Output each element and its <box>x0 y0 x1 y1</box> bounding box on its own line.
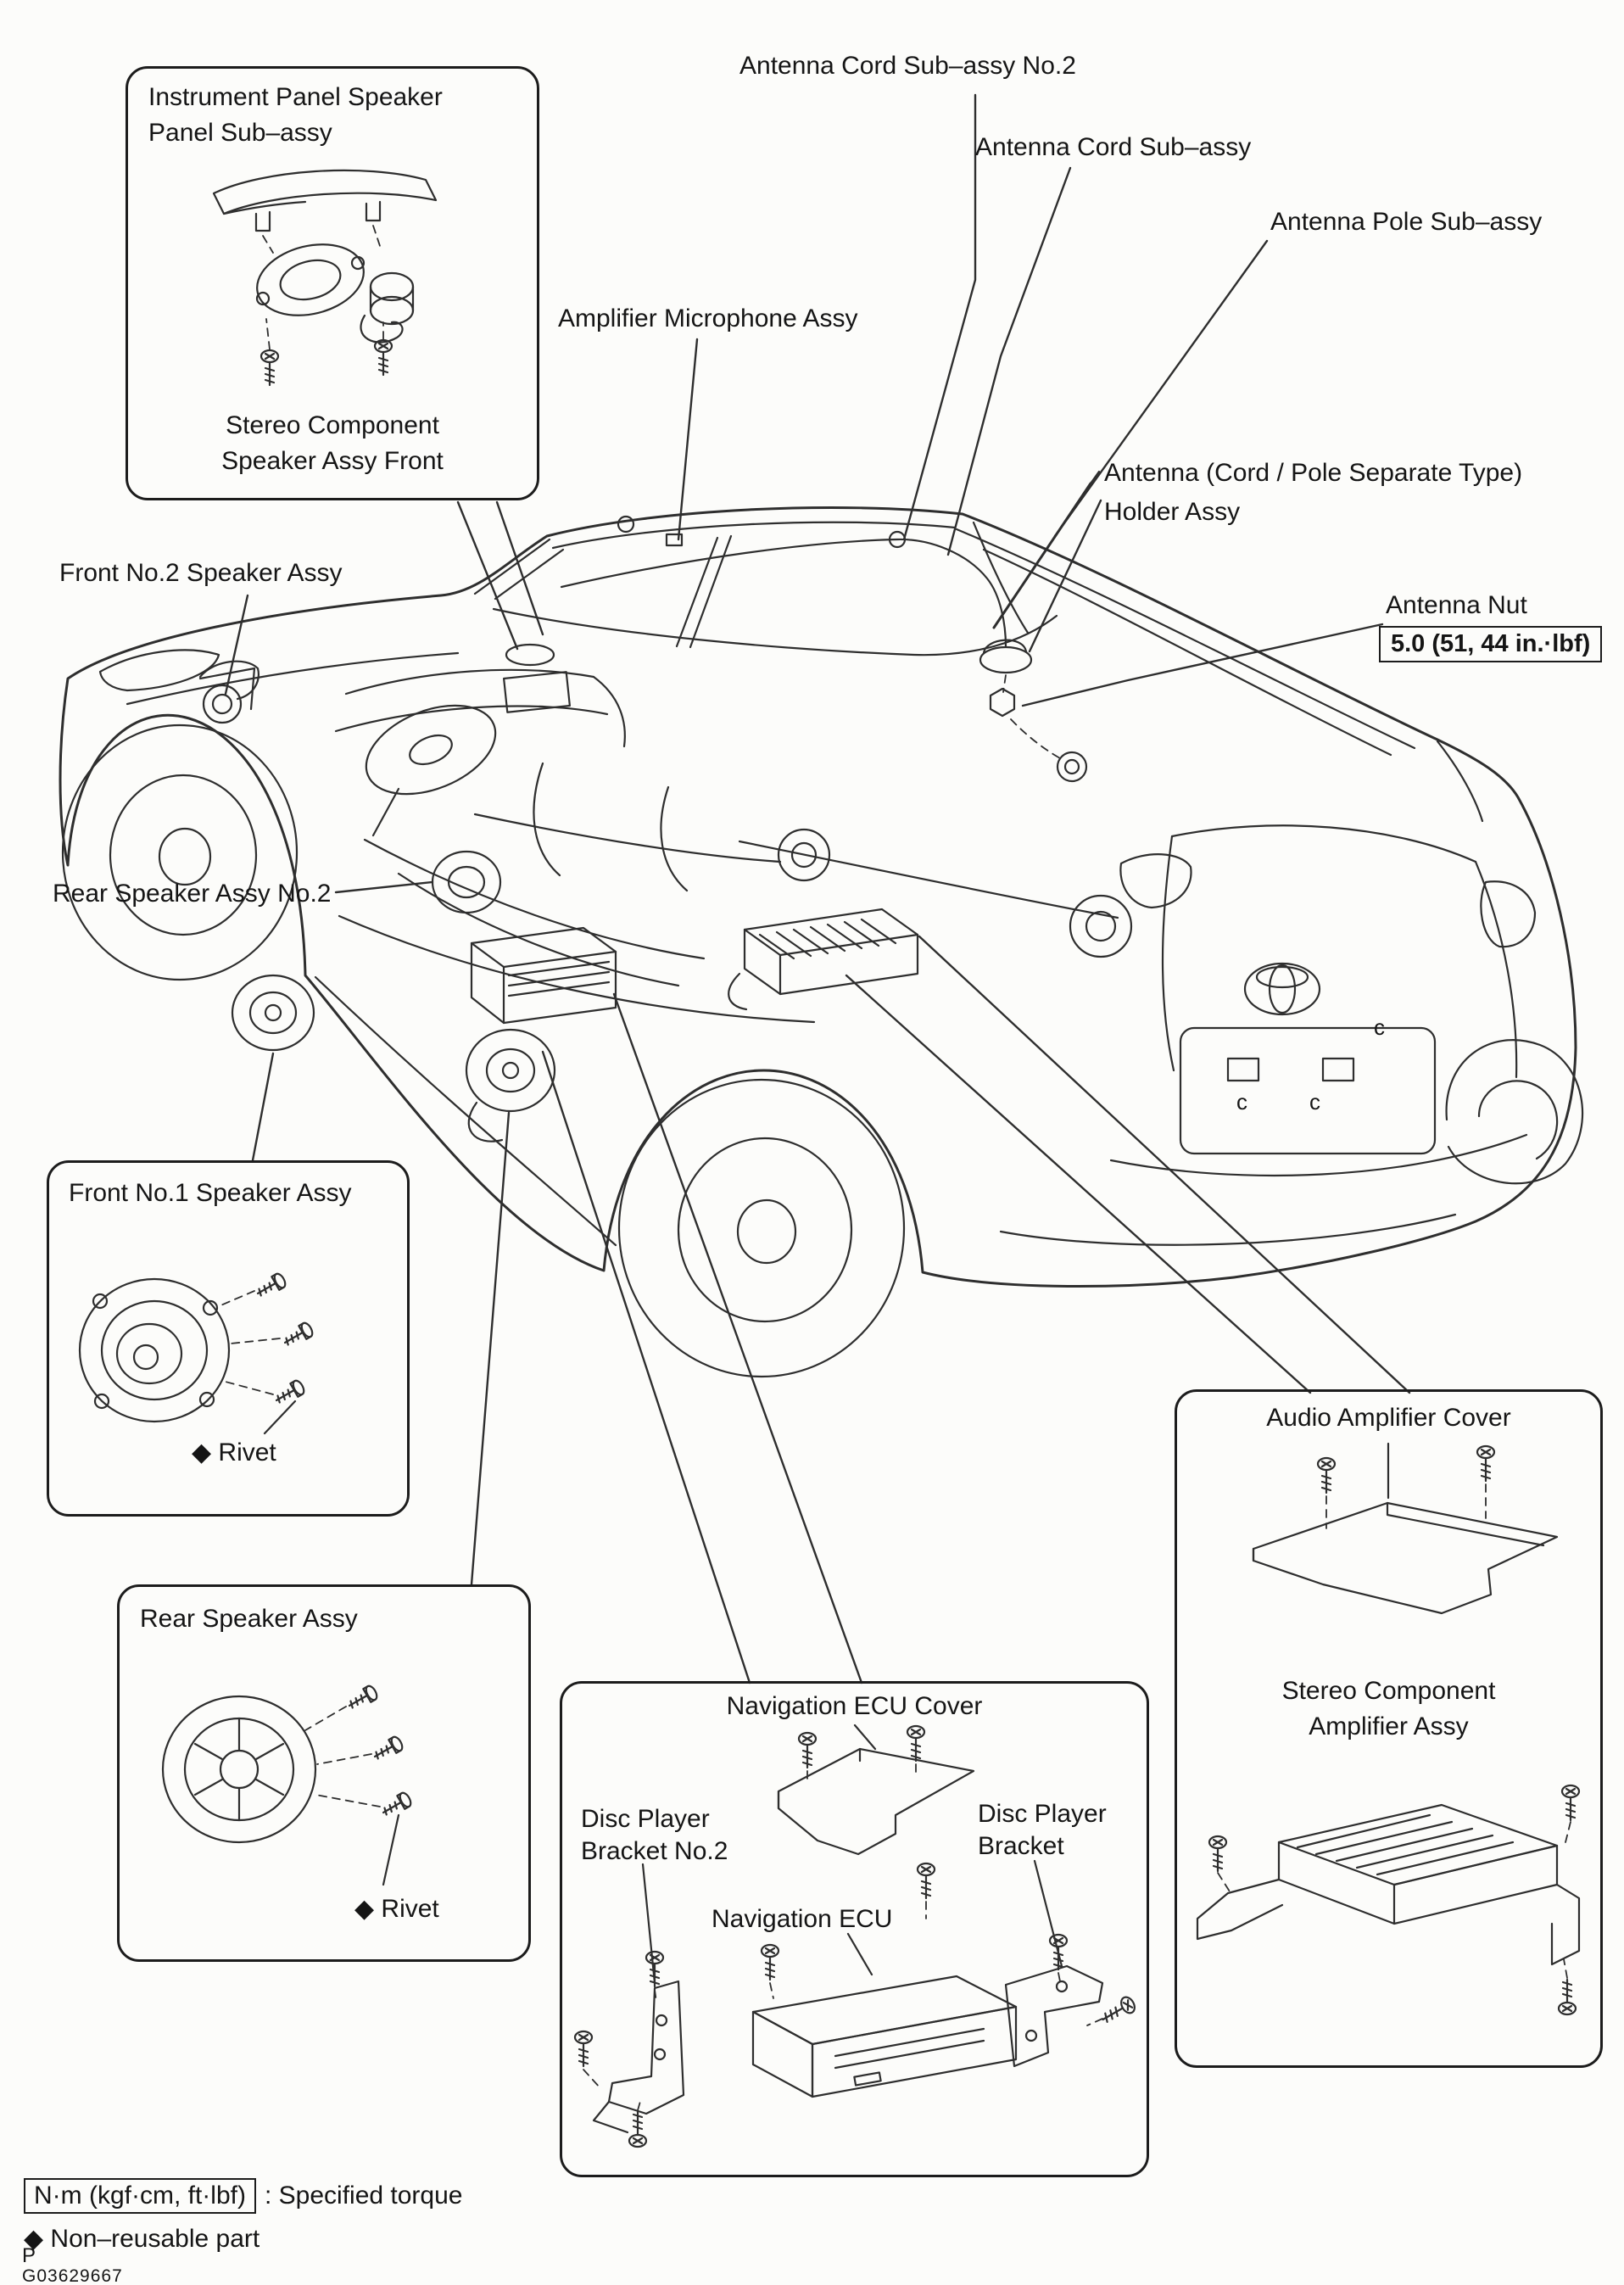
amplifier-in-car <box>728 908 919 1011</box>
audio-amplifier-title: Audio Amplifier Cover <box>1266 1404 1511 1432</box>
nav-unit-in-car <box>470 926 617 1025</box>
rear-panel-mark-2: c <box>1236 1089 1247 1115</box>
audio-amplifier-caption-line2: Amplifier Assy <box>1309 1712 1469 1740</box>
label-front-no2-speaker-assy: Front No.2 Speaker Assy <box>59 559 343 587</box>
rear-wheel <box>617 1078 906 1378</box>
audio-amplifier-drawing <box>1196 1442 1581 2016</box>
label-antenna-cord-sub-assy: Antenna Cord Sub–assy <box>975 133 1252 161</box>
disc-player-bracket-no2-line1: Disc Player <box>581 1805 710 1833</box>
page-marker: P <box>22 2244 36 2267</box>
audio-amplifier-caption-line1: Stereo Component <box>1281 1677 1496 1705</box>
label-antenna-pole-sub-assy: Antenna Pole Sub–assy <box>1270 208 1543 236</box>
front-wheel <box>61 723 299 981</box>
torque-meaning: : Specified torque <box>264 2182 463 2210</box>
far-rear-wheel <box>1445 1039 1584 1185</box>
label-antenna-cord-sub-assy-no2: Antenna Cord Sub–assy No.2 <box>739 52 1076 80</box>
navigation-ecu-label: Navigation ECU <box>712 1905 893 1933</box>
label-antenna-holder-line1: Antenna (Cord / Pole Separate Type) <box>1104 459 1523 487</box>
antenna-nut-torque-spec: 5.0 (51, 44 in.·lbf) <box>1379 626 1603 662</box>
audio-amplifier-callout: Audio Amplifier Cover Stereo Component A… <box>1175 1389 1603 2068</box>
instrument-panel-title-line1: Instrument Panel Speaker <box>148 83 443 111</box>
front-no1-speaker-callout: Front No.1 Speaker Assy ◆ Rivet <box>47 1160 410 1517</box>
toyota-emblem <box>1243 962 1321 1016</box>
rear-speaker-rivet-label: ◆ Rivet <box>354 1895 439 1923</box>
label-antenna-holder-line2: Holder Assy <box>1104 498 1241 526</box>
label-rear-speaker-assy-no2: Rear Speaker Assy No.2 <box>53 880 332 908</box>
navigation-ecu-drawing <box>573 1724 1139 2148</box>
instrument-panel-caption-line1: Stereo Component <box>226 411 439 439</box>
rear-panel-mark-1: c <box>1374 1014 1385 1040</box>
front-no1-title: Front No.1 Speaker Assy <box>69 1179 352 1207</box>
front-no1-speaker-drawing <box>78 1271 315 1435</box>
instrument-panel-speaker-callout: Instrument Panel Speaker Panel Sub–assy … <box>126 66 539 500</box>
disc-player-bracket-no2-line2: Bracket No.2 <box>581 1837 728 1865</box>
torque-legend: N·m (kgf·cm, ft·lbf) : Specified torque <box>24 2178 462 2214</box>
instrument-panel-title-line2: Panel Sub–assy <box>148 119 332 147</box>
rear-speaker-title: Rear Speaker Assy <box>140 1605 358 1633</box>
rear-speaker-callout: Rear Speaker Assy ◆ Rivet <box>117 1584 531 1962</box>
label-antenna-nut: Antenna Nut <box>1386 591 1527 619</box>
antenna-cord <box>560 538 1007 648</box>
rear-panel-mark-3: c <box>1309 1089 1320 1115</box>
label-amplifier-microphone-assy: Amplifier Microphone Assy <box>558 304 858 332</box>
rear-speaker-drawing <box>161 1683 414 1886</box>
microphone-on-roof <box>665 533 684 547</box>
disc-player-bracket-line1: Disc Player <box>978 1800 1107 1828</box>
torque-symbol-box: N·m (kgf·cm, ft·lbf) <box>24 2178 256 2214</box>
interior-cutaway <box>334 643 1119 1024</box>
leader-lines <box>224 93 1411 1684</box>
front-no1-rivet-label: ◆ Rivet <box>192 1439 276 1467</box>
car-body <box>59 506 1577 1288</box>
instrument-panel-speaker-drawing <box>212 169 438 387</box>
navigation-ecu-cover-title: Navigation ECU Cover <box>726 1692 983 1720</box>
instrument-panel-caption-line2: Speaker Assy Front <box>221 447 444 475</box>
car-speakers <box>198 667 1133 1142</box>
disc-player-bracket-line2: Bracket <box>978 1832 1064 1860</box>
non-reusable-legend: ◆ Non–reusable part <box>24 2225 260 2253</box>
navigation-ecu-callout: Navigation ECU Cover Disc Player Bracket… <box>560 1681 1149 2177</box>
rear-panel <box>999 824 1537 1246</box>
figure-id: G03629667 <box>22 2266 123 2285</box>
